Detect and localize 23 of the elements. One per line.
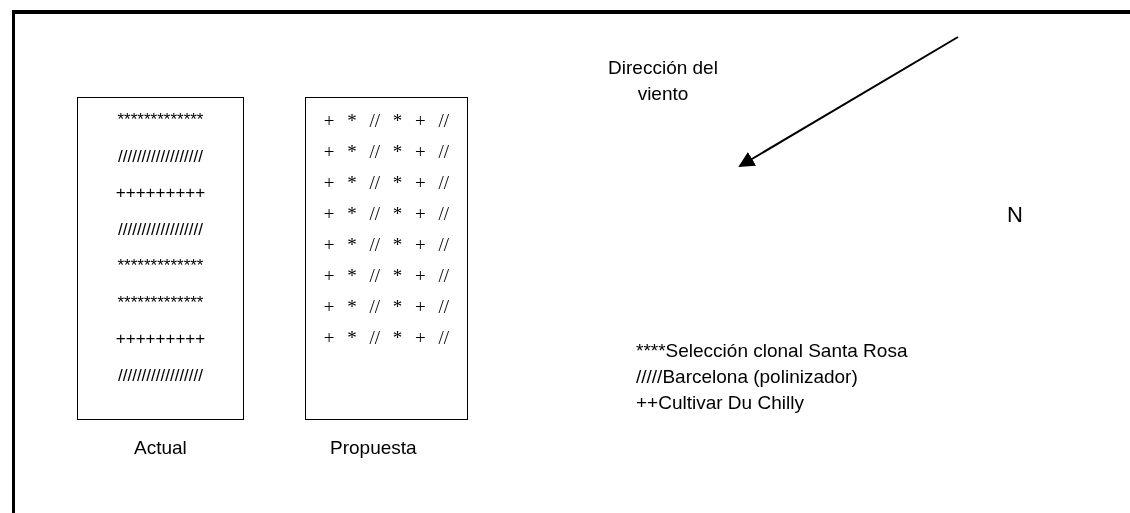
tree-row-text: + * // * + //	[322, 141, 451, 163]
tree-row-text: + * // * + //	[322, 172, 451, 194]
tree-row-text: + * // * + //	[322, 327, 451, 349]
tree-row-text: + * // * + //	[322, 265, 451, 287]
legend-text: ++Cultivar Du Chilly	[636, 392, 804, 414]
tree-row-text: + * // * + //	[322, 110, 451, 132]
tree-row-text: + * // * + //	[322, 296, 451, 318]
wind-direction-label: Dirección del viento	[607, 56, 719, 106]
tree-row-text: + * // * + //	[322, 203, 451, 225]
tree-row-text: *************	[116, 292, 205, 313]
tree-row-text: //////////////////	[117, 146, 204, 167]
plot-caption: Propuesta	[330, 437, 417, 459]
tree-row-text: //////////////////	[117, 365, 204, 386]
tree-row-text: +++++++++	[114, 183, 207, 203]
legend-text: ****Selección clonal Santa Rosa	[636, 340, 908, 362]
tree-row-text: *************	[116, 256, 205, 276]
tree-row-text: *************	[116, 110, 205, 130]
tree-row-text: //////////////////	[117, 219, 204, 240]
tree-row-text: + * // * + //	[322, 234, 451, 256]
north-label: N	[1007, 202, 1023, 228]
tree-row-text: +++++++++	[114, 329, 207, 349]
plot-caption: Actual	[134, 437, 187, 459]
legend-text: /////Barcelona (polinizador)	[636, 366, 858, 388]
